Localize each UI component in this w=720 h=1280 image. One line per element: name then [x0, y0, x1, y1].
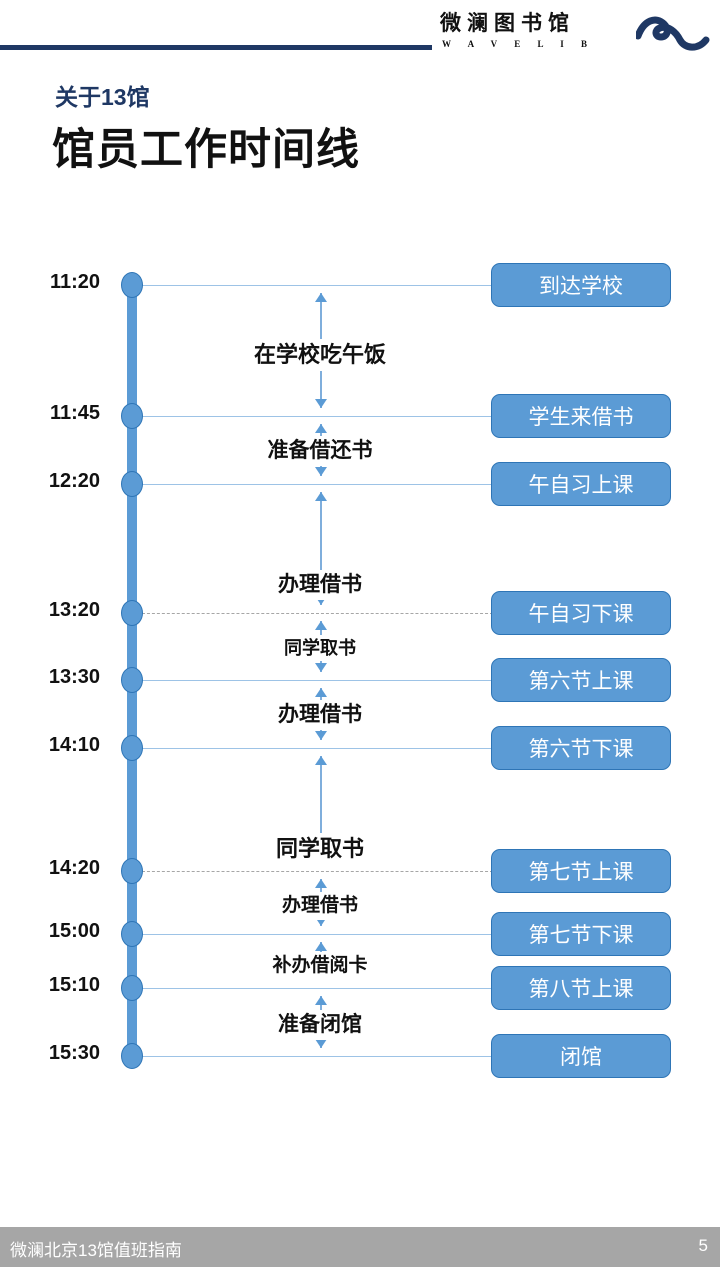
arrow-down-icon: [315, 1039, 327, 1048]
timeline-node-dot[interactable]: [121, 667, 143, 693]
arrow-down-icon: [315, 467, 327, 476]
interval-label: 在学校吃午饭: [160, 339, 480, 371]
interval-label: 办理借书: [160, 892, 480, 920]
event-box[interactable]: 第六节下课: [491, 726, 671, 770]
timeline-node-dot[interactable]: [121, 921, 143, 947]
event-time-label: 13:30: [48, 666, 100, 688]
event-box[interactable]: 闭馆: [491, 1034, 671, 1078]
timeline-node-dot[interactable]: [121, 471, 143, 497]
event-box[interactable]: 午自习上课: [491, 462, 671, 506]
arrow-up-icon: [315, 688, 327, 697]
arrow-up-icon: [315, 756, 327, 765]
arrow-up-icon: [315, 492, 327, 501]
timeline-node-dot[interactable]: [121, 735, 143, 761]
footer-bar: [0, 1227, 720, 1267]
page-kicker: 关于13馆: [55, 84, 150, 110]
event-box[interactable]: 第六节上课: [491, 658, 671, 702]
interval-label: 办理借书: [160, 700, 480, 730]
logo-english-name: W A V E L I B: [442, 39, 595, 49]
page-title: 馆员工作时间线: [52, 126, 360, 174]
arrow-down-icon: [315, 917, 327, 926]
event-connector-line: [137, 934, 493, 935]
timeline-node-dot[interactable]: [121, 858, 143, 884]
event-time-label: 11:20: [49, 271, 100, 293]
event-connector-line: [137, 680, 493, 681]
event-box-label: 第八节上课: [528, 978, 634, 1001]
event-connector-line: [137, 871, 493, 872]
arrow-down-icon: [315, 596, 327, 605]
arrow-down-icon: [315, 663, 327, 672]
event-connector-line: [137, 484, 493, 485]
event-box[interactable]: 午自习下课: [491, 591, 671, 635]
event-box[interactable]: 学生来借书: [491, 394, 671, 438]
event-time-label: 15:00: [48, 920, 100, 942]
arrow-up-icon: [315, 621, 327, 630]
event-connector-line: [137, 285, 493, 286]
event-connector-line: [137, 748, 493, 749]
page-number: 5: [698, 1236, 708, 1255]
event-time-label: 13:20: [48, 599, 100, 621]
timeline-node-dot[interactable]: [121, 1043, 143, 1069]
event-connector-line: [137, 613, 493, 614]
event-box-label: 午自习上课: [528, 474, 634, 497]
timeline-node-dot[interactable]: [121, 272, 143, 298]
event-connector-line: [137, 1056, 493, 1057]
event-connector-line: [137, 988, 493, 989]
arrow-down-icon: [315, 399, 327, 408]
event-box-label: 第七节上课: [528, 861, 634, 884]
interval-label: 同学取书: [160, 833, 480, 865]
logo-chinese-name: 微澜图书馆: [440, 10, 575, 35]
wave-logo-mark-icon: [636, 16, 710, 51]
event-box[interactable]: 第七节下课: [491, 912, 671, 956]
event-time-label: 14:10: [48, 734, 100, 756]
interval-dimension-line: [320, 492, 322, 605]
event-time-label: 15:30: [48, 1042, 100, 1064]
interval-dimension-line: [320, 756, 322, 863]
library-logo: 微澜图书馆 W A V E L I B: [440, 8, 710, 58]
event-box-label: 第六节下课: [528, 738, 634, 761]
interval-label: 补办借阅卡: [160, 952, 480, 980]
header-rule: [0, 45, 432, 50]
arrow-up-icon: [315, 942, 327, 951]
footer-label: 微澜北京13馆值班指南: [10, 1241, 182, 1260]
interval-label: 准备闭馆: [160, 1010, 480, 1040]
arrow-up-icon: [315, 293, 327, 302]
event-box[interactable]: 第七节上课: [491, 849, 671, 893]
event-connector-line: [137, 416, 493, 417]
event-time-label: 11:45: [49, 402, 100, 424]
arrow-up-icon: [315, 424, 327, 433]
event-time-label: 12:20: [48, 470, 100, 492]
arrow-up-icon: [315, 879, 327, 888]
event-box[interactable]: 第八节上课: [491, 966, 671, 1010]
interval-label: 办理借书: [160, 570, 480, 600]
event-box-label: 闭馆: [560, 1046, 602, 1069]
arrow-down-icon: [315, 731, 327, 740]
event-box-label: 第七节下课: [528, 924, 634, 947]
event-time-label: 14:20: [48, 857, 100, 879]
arrow-up-icon: [315, 996, 327, 1005]
event-box[interactable]: 到达学校: [491, 263, 671, 307]
interval-label: 同学取书: [160, 635, 480, 661]
timeline-node-dot[interactable]: [121, 600, 143, 626]
interval-label: 准备借还书: [160, 436, 480, 466]
event-box-label: 午自习下课: [528, 603, 634, 626]
event-time-label: 15:10: [48, 974, 100, 996]
event-box-label: 第六节上课: [528, 670, 634, 693]
event-box-label: 学生来借书: [528, 406, 634, 429]
event-box-label: 到达学校: [539, 275, 623, 298]
timeline-node-dot[interactable]: [121, 403, 143, 429]
timeline-node-dot[interactable]: [121, 975, 143, 1001]
